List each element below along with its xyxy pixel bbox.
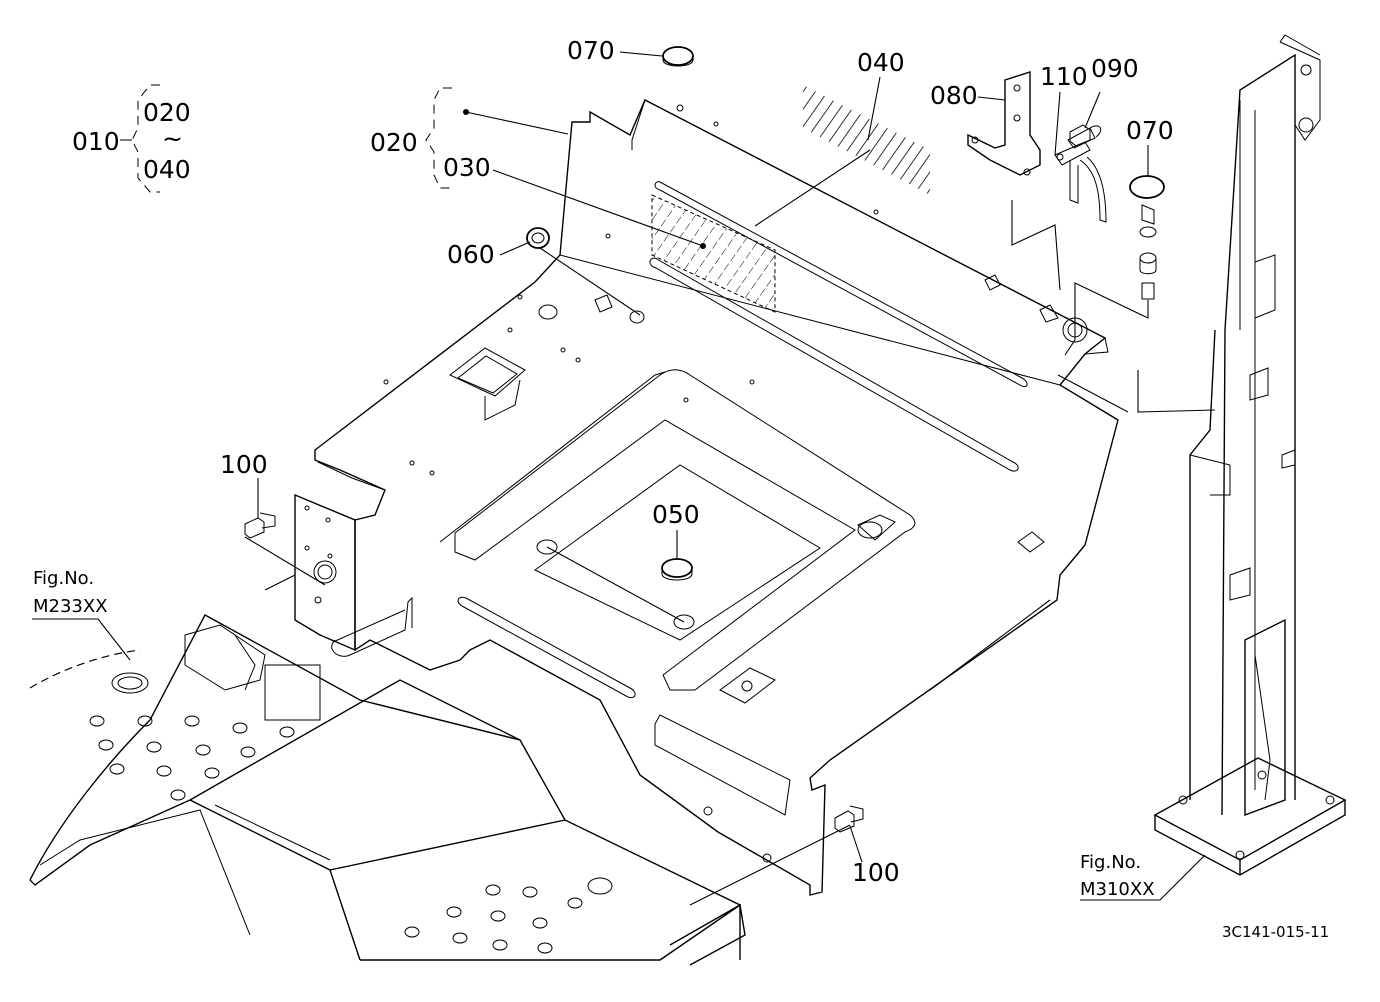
- leader-lines: [32, 51, 1206, 901]
- bolt-100-right: [834, 805, 864, 833]
- part-060-label: 060: [447, 240, 495, 269]
- part-090-label: 090: [1091, 54, 1139, 83]
- assembly-lines: [244, 149, 1216, 906]
- grommet-050: [661, 558, 693, 581]
- right-figure-code: M310XX: [1080, 879, 1155, 900]
- part-040-label: 040: [857, 48, 905, 77]
- part-070-right-label: 070: [1126, 116, 1174, 145]
- decal-040: [803, 85, 930, 195]
- floor-step-section: [29, 614, 746, 966]
- group-brackets: [120, 84, 452, 193]
- step-holes-lower: [404, 877, 613, 954]
- part-080-label: 080: [930, 81, 978, 110]
- range-start-020-label: 020: [143, 98, 191, 127]
- seat-base-plate: [294, 99, 1119, 896]
- drawing-code: 3C141-015-11: [1222, 923, 1329, 941]
- bolt-100-left: [244, 512, 276, 539]
- left-figure-code: M233XX: [33, 596, 108, 617]
- part-030-label: 030: [443, 153, 491, 182]
- part-070-top-label: 070: [567, 36, 615, 65]
- range-end-040-label: 040: [143, 155, 191, 184]
- seat-support-post: [1153, 34, 1347, 876]
- part-100-right-label: 100: [852, 858, 900, 887]
- part-020-label: 020: [370, 128, 418, 157]
- plug-070-right: [1129, 175, 1165, 300]
- step-holes-upper: [89, 715, 295, 801]
- left-figure-prefix: Fig.No.: [33, 568, 94, 589]
- range-separator-label: ~: [162, 124, 183, 153]
- latch-bracket-hardware: [967, 71, 1107, 223]
- part-110-label: 110: [1040, 62, 1088, 91]
- right-figure-prefix: Fig.No.: [1080, 852, 1141, 873]
- part-050-label: 050: [652, 500, 700, 529]
- grommet-060: [526, 227, 550, 249]
- part-100-left-label: 100: [220, 450, 268, 479]
- plug-070-top: [662, 46, 694, 67]
- bolt-090: [1069, 124, 1091, 147]
- part-010-label: 010: [72, 127, 120, 156]
